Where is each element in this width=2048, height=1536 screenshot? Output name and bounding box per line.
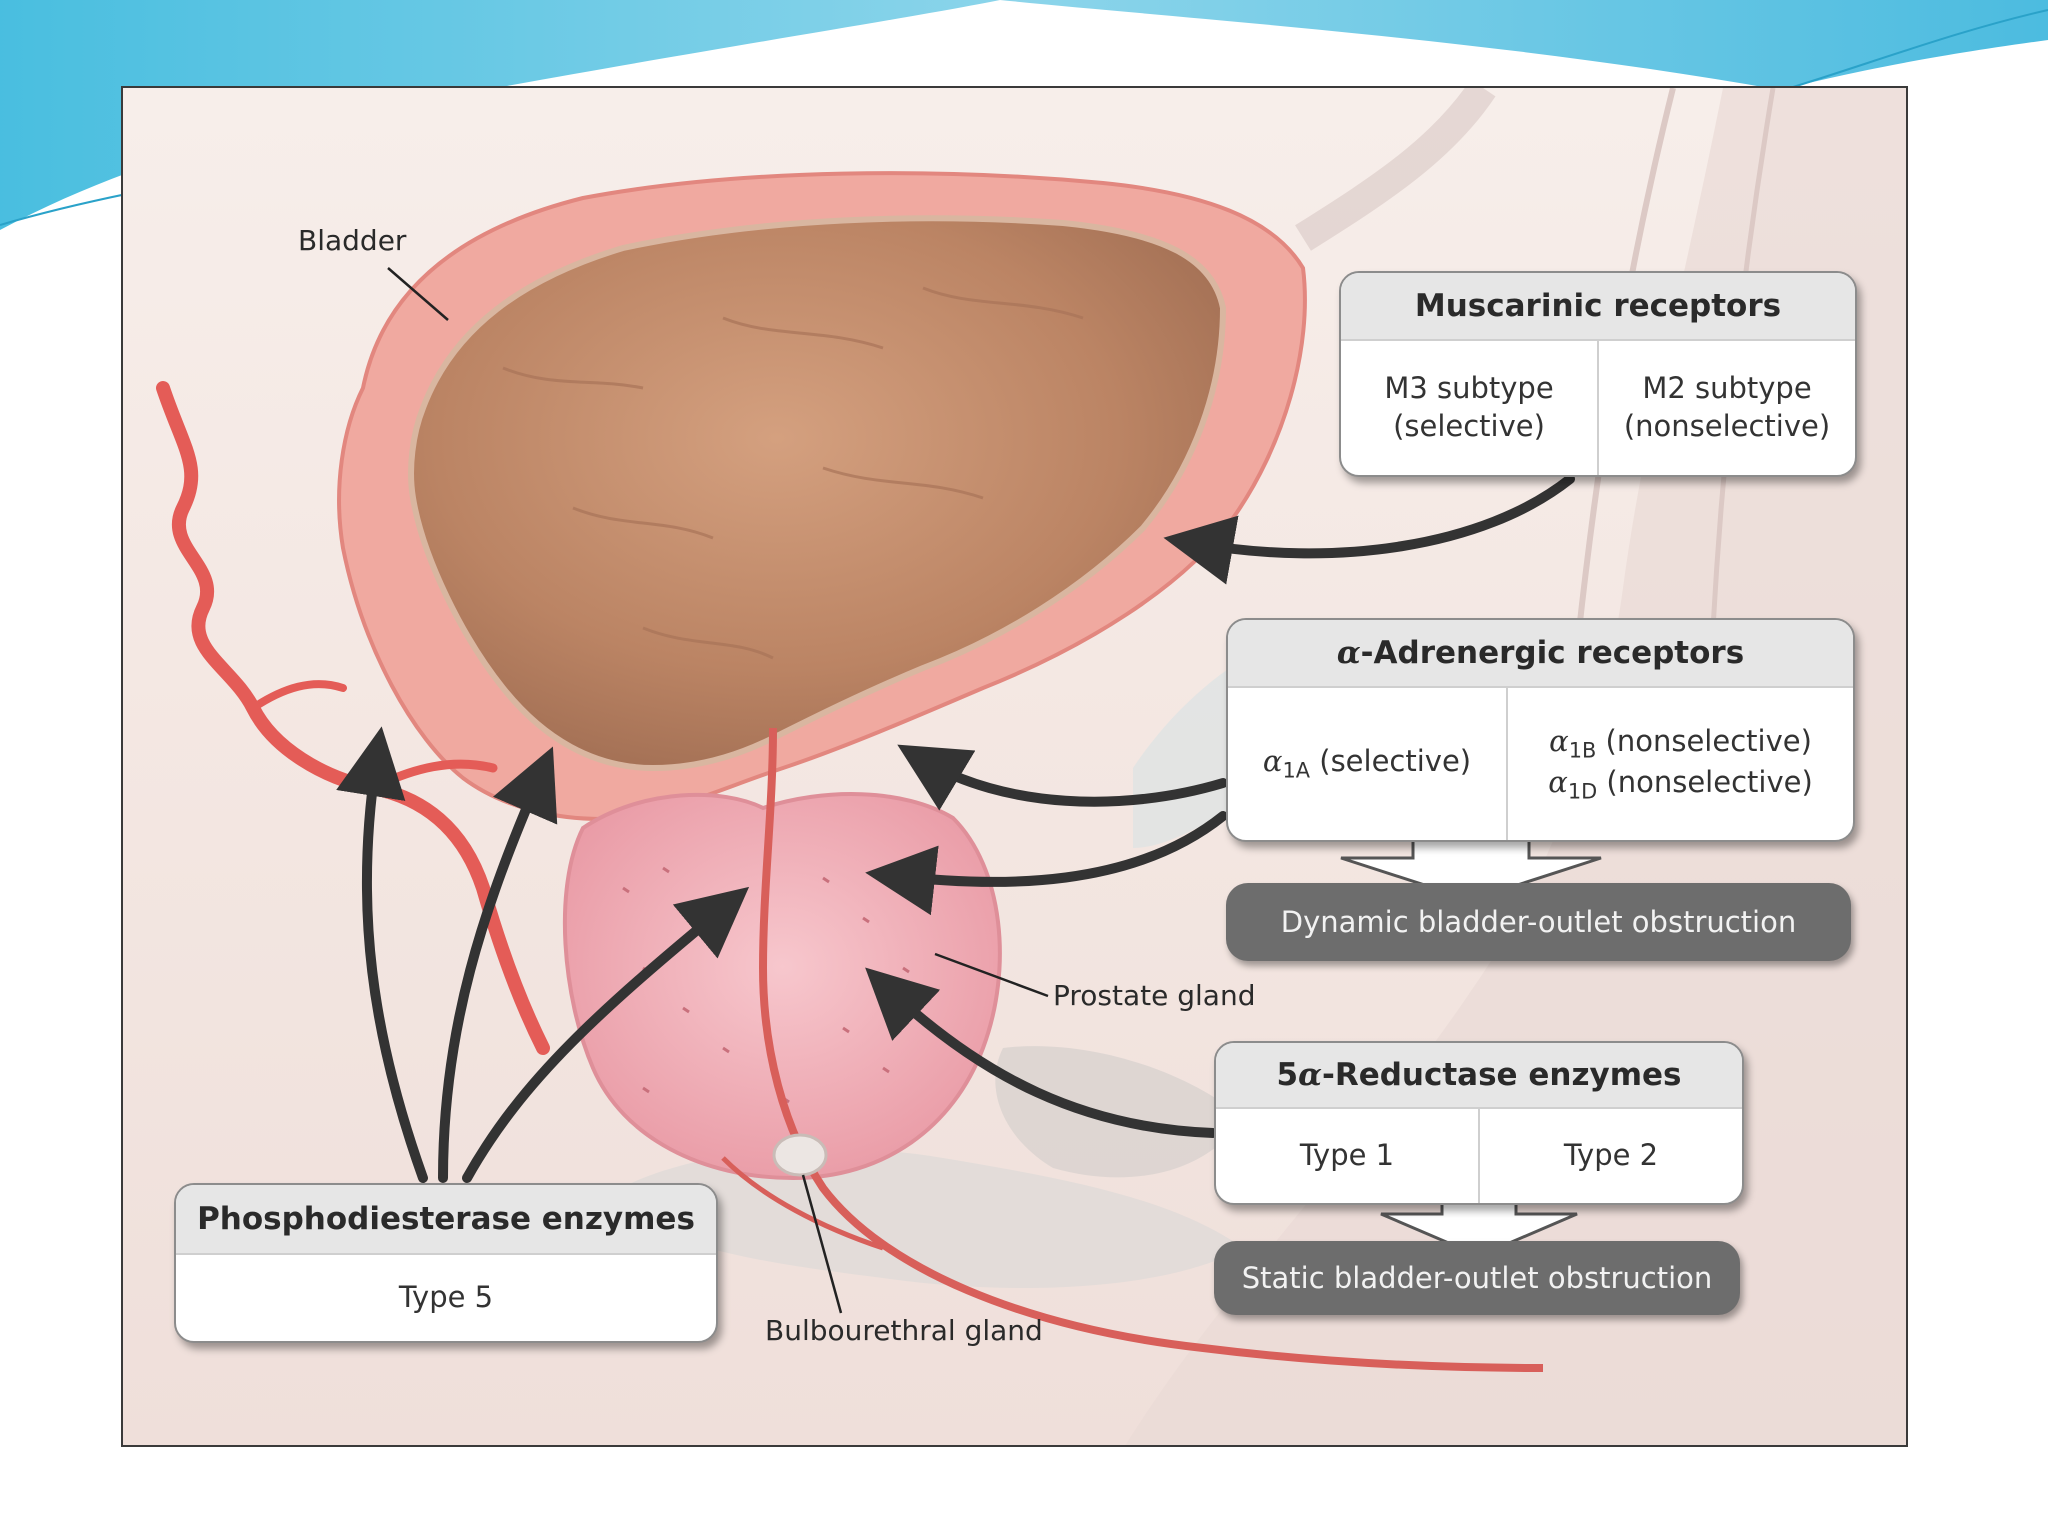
pde-arrow-1 [336, 726, 428, 1183]
alpha-1b-1d-cell: α1B (nonselective) α1D (nonselective) [1506, 688, 1853, 840]
muscarinic-receptors-title: Muscarinic receptors [1341, 273, 1855, 341]
bladder-label: Bladder [298, 224, 407, 257]
muscarinic-receptors-box: Muscarinic receptors M3 subtype (selecti… [1339, 271, 1857, 477]
subtype-subscript: 1D [1567, 779, 1598, 804]
m3-subtype-cell: M3 subtype (selective) [1341, 341, 1597, 475]
alpha-symbol: α [1336, 635, 1361, 671]
5-alpha-reductase-title: 5α-Reductase enzymes [1216, 1043, 1742, 1109]
m3-subtype-name: M3 subtype [1384, 371, 1554, 406]
figure-frame: Bladder Prostate gland Bulbourethral gla… [121, 86, 1908, 1447]
title-prefix: 5 [1276, 1057, 1299, 1093]
m3-subtype-note: (selective) [1393, 409, 1545, 443]
alpha-adrenergic-title-text: -Adrenergic receptors [1360, 635, 1745, 671]
reductase-arrow [865, 967, 1218, 1138]
alpha-symbol: α [1549, 723, 1569, 758]
5-alpha-reductase-box: 5α-Reductase enzymes Type 1 Type 2 [1214, 1041, 1744, 1205]
alpha-1d-line: α1D (nonselective) [1548, 764, 1813, 805]
m2-subtype-note: (nonselective) [1623, 409, 1831, 443]
reductase-title-text: -Reductase enzymes [1321, 1057, 1682, 1093]
reductase-type-1: Type 1 [1299, 1138, 1395, 1173]
alpha-arrow-upper [897, 744, 1228, 811]
dynamic-obstruction-pill: Dynamic bladder-outlet obstruction [1226, 883, 1851, 961]
alpha-symbol: α [1548, 765, 1568, 799]
m2-subtype-name: M2 subtype [1642, 371, 1812, 406]
selectivity-text: (nonselective) [1597, 765, 1813, 799]
alpha-arrow-lower [865, 811, 1228, 916]
selectivity-text: (nonselective) [1596, 723, 1812, 758]
alpha-1b-line: α1B (nonselective) [1549, 723, 1812, 764]
static-obstruction-pill: Static bladder-outlet obstruction [1214, 1241, 1740, 1315]
selectivity-text: (selective) [1310, 744, 1472, 779]
alpha-symbol: α [1262, 744, 1283, 779]
pde-arrow-3 [462, 886, 750, 1183]
phosphodiesterase-type-5: Type 5 [398, 1280, 494, 1315]
alpha-symbol: α [1298, 1057, 1322, 1093]
reductase-type-2: Type 2 [1478, 1109, 1742, 1203]
subtype-subscript: 1B [1568, 737, 1597, 762]
bladder-lumen [408, 215, 1227, 772]
bulbourethral-gland [772, 1133, 828, 1177]
alpha-adrenergic-receptors-box: α-Adrenergic receptors α1A (selective) α… [1226, 618, 1855, 842]
phosphodiesterase-title: Phosphodiesterase enzymes [176, 1185, 716, 1255]
artery [156, 381, 550, 1055]
pde-arrow-2 [438, 746, 558, 1183]
bone-structure [603, 1148, 1243, 1288]
subtype-subscript: 1A [1282, 758, 1311, 783]
phosphodiesterase-box: Phosphodiesterase enzymes Type 5 [174, 1183, 718, 1343]
bulbourethral-gland-label: Bulbourethral gland [765, 1314, 1043, 1347]
urethra [758, 727, 1544, 1372]
m2-subtype-cell: M2 subtype (nonselective) [1597, 341, 1855, 475]
alpha-1a-line: α1A (selective) [1263, 743, 1471, 784]
prostate-gland-label: Prostate gland [1053, 979, 1256, 1012]
muscarinic-arrow [1163, 474, 1575, 585]
alpha-1a-cell: α1A (selective) [1228, 688, 1506, 840]
alpha-adrenergic-receptors-title: α-Adrenergic receptors [1228, 620, 1853, 688]
